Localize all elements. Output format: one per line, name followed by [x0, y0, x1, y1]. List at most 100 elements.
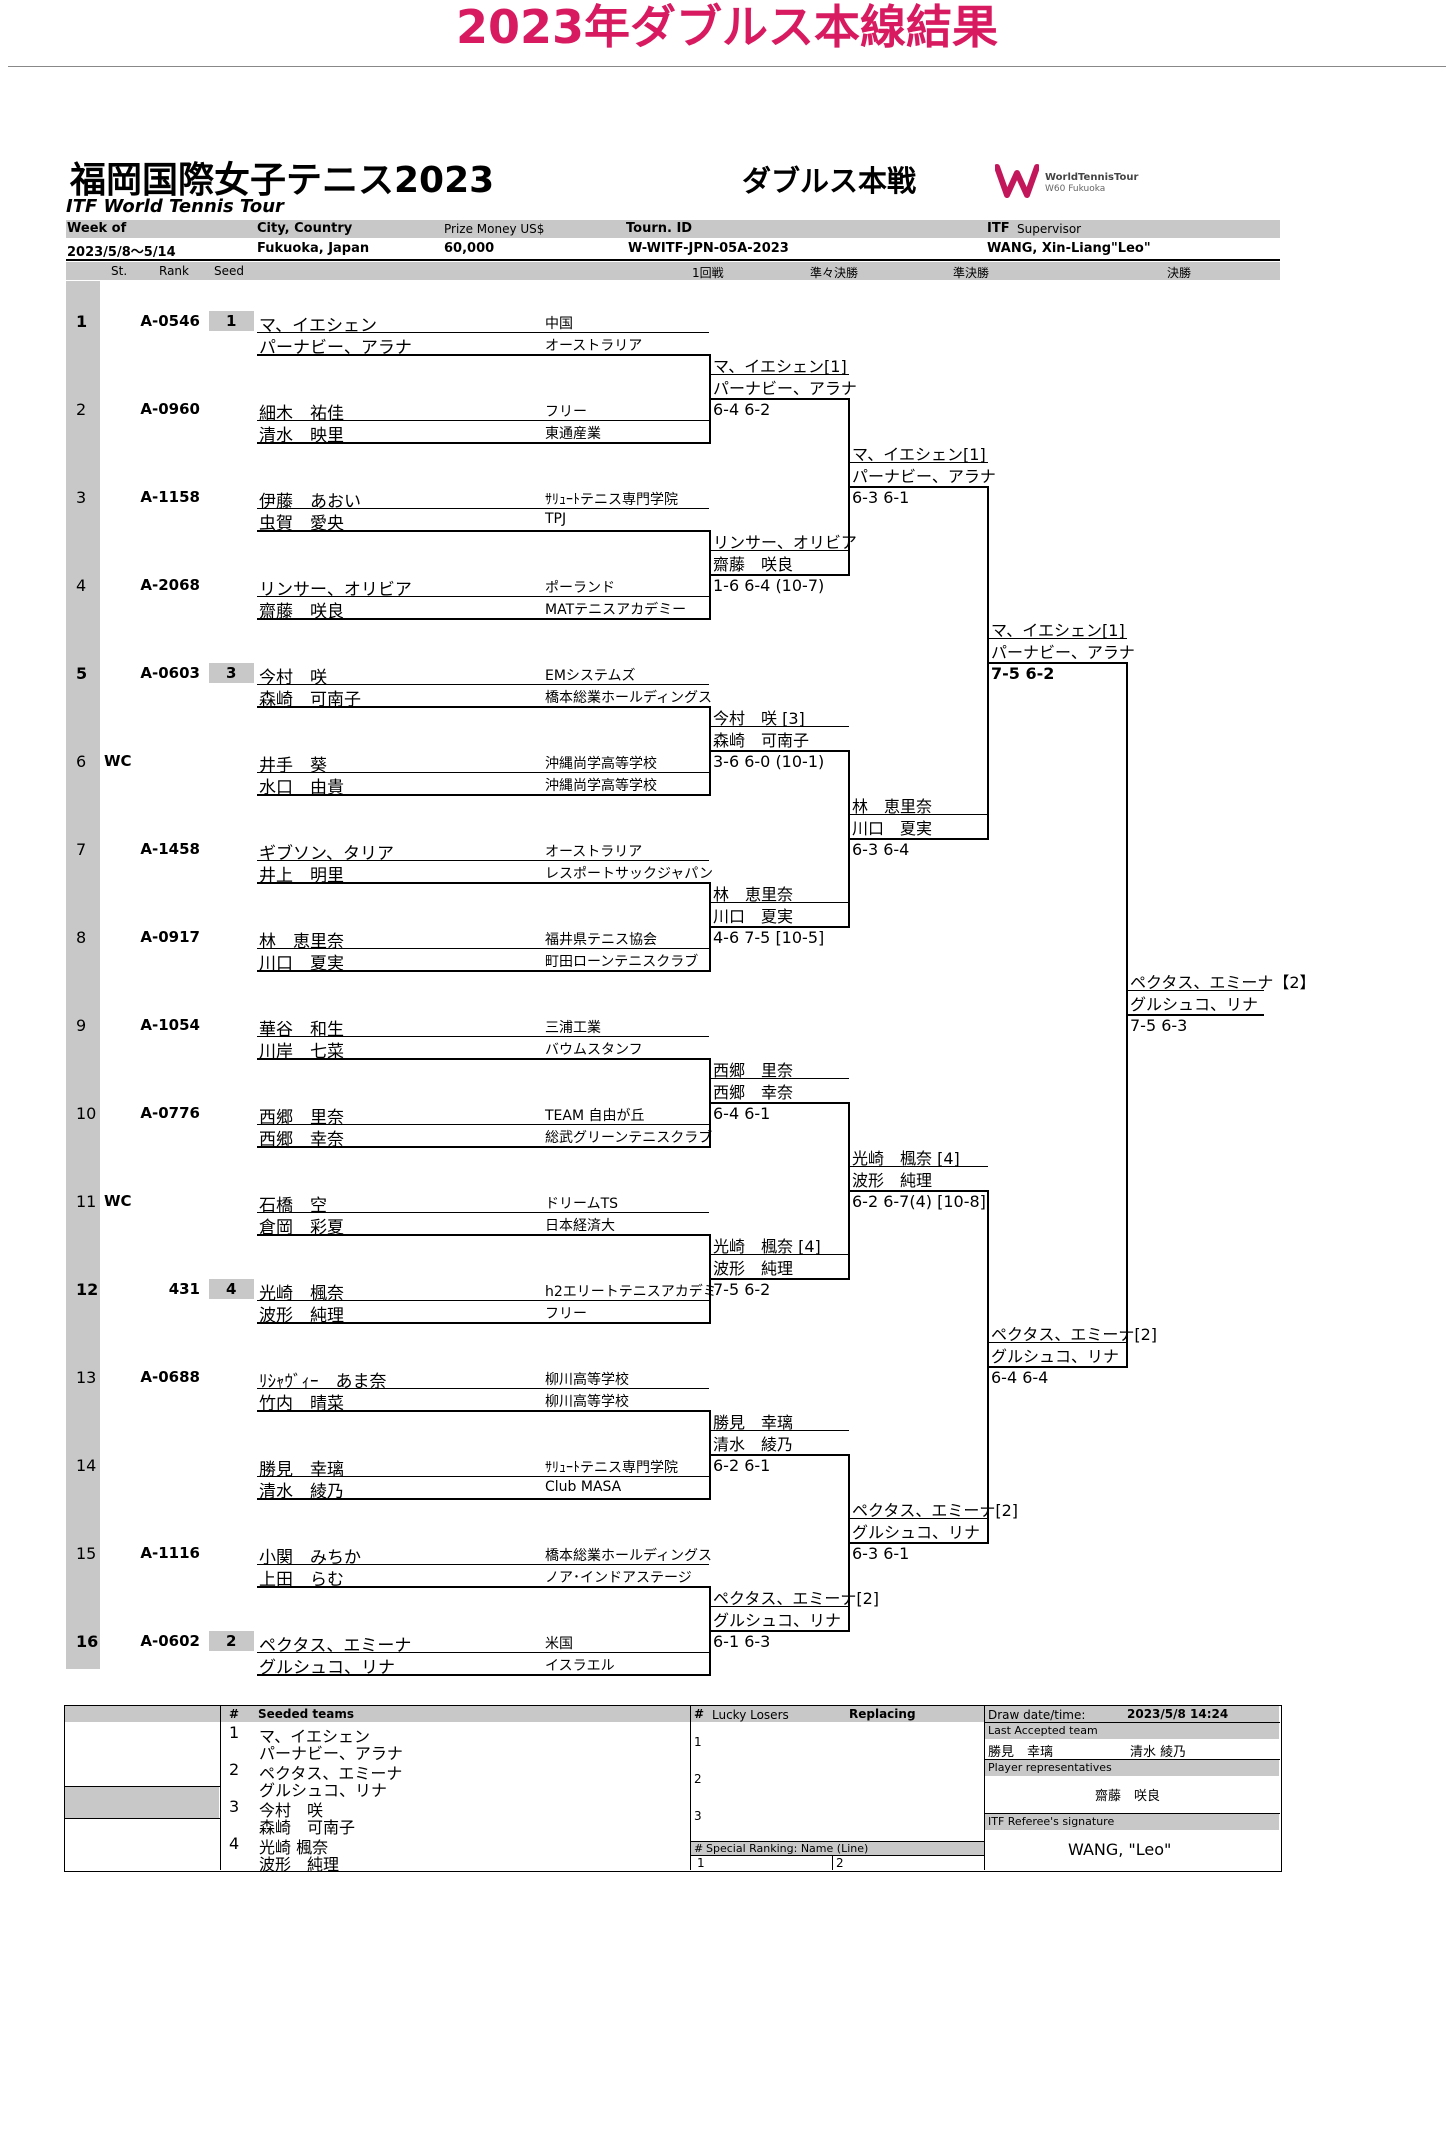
tour-name: ITF World Tennis Tour — [66, 196, 284, 217]
entry-number: 14 — [76, 1456, 97, 1475]
entry-rank: A-2068 — [140, 576, 200, 594]
draw-number-column — [66, 281, 100, 1669]
entry-number: 9 — [76, 1016, 87, 1035]
partner-name: 虫賀 愛央 — [259, 514, 344, 534]
prize-label: Prize Money US$ — [444, 222, 545, 236]
team-line — [257, 1322, 709, 1324]
r2-row-line — [709, 550, 849, 551]
lucky-hash: # — [694, 1707, 705, 1721]
partner-name: 清水 綾乃 — [259, 1482, 344, 1502]
entry-number: 1 — [76, 312, 88, 331]
entry-rank: 431 — [168, 1280, 200, 1298]
r4-row-line — [987, 638, 1127, 639]
entry-rank: A-0688 — [140, 1368, 200, 1386]
entry-rank: A-0917 — [140, 928, 200, 946]
r3-winner-2: グルシュコ、リナ — [852, 1523, 981, 1542]
itf-label: ITF — [987, 221, 1010, 236]
seed-cell — [209, 1279, 254, 1299]
city-value: Fukuoka, Japan — [257, 241, 370, 256]
last-accepted-2: 清水 綾乃 — [1130, 1745, 1187, 1760]
partner-club: 柳川高等学校 — [545, 1394, 629, 1410]
header-rule — [66, 259, 1280, 261]
entry-status: WC — [104, 752, 132, 770]
special-ranking-bar — [691, 1842, 984, 1855]
team-line — [257, 530, 709, 532]
team-line — [257, 1498, 709, 1500]
r3-score: 6-3 6-1 — [852, 488, 910, 507]
partner-name: 西郷 幸奈 — [259, 1130, 344, 1150]
player-name: 石橋 空 — [259, 1196, 327, 1216]
entry-seed: 1 — [226, 312, 237, 330]
r2-winner-2: 川口 夏実 — [713, 907, 794, 926]
entry-seed: 4 — [226, 1280, 237, 1298]
partner-club: 日本経済大 — [545, 1218, 615, 1234]
city-label: City, Country — [257, 221, 353, 236]
player-club: ドリームTS — [545, 1196, 619, 1212]
partner-club: オーストラリア — [545, 338, 643, 354]
r3-winner-1: 林 恵里奈 — [852, 797, 933, 816]
r2-score: 6-1 6-3 — [713, 1632, 771, 1651]
player-club: フリー — [545, 404, 587, 420]
entry-rank: A-1054 — [140, 1016, 200, 1034]
player-name: 光崎 楓奈 — [259, 1284, 344, 1304]
partner-club: レスポートサックジャパン — [545, 866, 713, 882]
footer-panel — [64, 1705, 1282, 1872]
player-rep-label: Player representatives — [988, 1761, 1112, 1774]
row-line — [257, 508, 709, 509]
seeded-partner: グルシュコ、リナ — [259, 1781, 388, 1800]
round-label-3: 準決勝 — [953, 266, 990, 280]
entry-rank: A-0546 — [140, 312, 200, 330]
r2-score: 7-5 6-2 — [713, 1280, 771, 1299]
entry-rank: A-0776 — [140, 1104, 200, 1122]
r3-row-line — [848, 1518, 988, 1519]
referee-bar — [985, 1814, 1279, 1830]
entry-number: 12 — [76, 1280, 99, 1299]
row-line — [257, 1124, 709, 1125]
team-line — [257, 1410, 709, 1412]
entry-number: 10 — [76, 1104, 97, 1123]
r3-team-line — [848, 838, 988, 840]
partner-name: パーナビー、アラナ — [259, 338, 412, 358]
player-rep-bar — [985, 1760, 1279, 1776]
r2-winner-1: 光崎 楓奈 [4] — [713, 1237, 821, 1256]
player-club: ｻﾘｭｰﾄテニス専門学院 — [545, 492, 678, 508]
entry-seed: 3 — [226, 664, 237, 682]
r2-winner-2: 齋藤 咲良 — [713, 555, 794, 574]
player-name: マ、イエシェン — [259, 316, 377, 336]
r2-score: 6-2 6-1 — [713, 1456, 771, 1475]
partner-name: 波形 純理 — [259, 1306, 344, 1326]
row-line — [257, 1476, 709, 1477]
player-name: 井手 葵 — [259, 756, 327, 776]
partner-club: 町田ローンテニスクラブ — [545, 954, 699, 970]
last-accepted-bar — [985, 1723, 1279, 1739]
player-name: リンサー、オリビア — [259, 580, 412, 600]
row-line — [257, 1564, 709, 1565]
partner-name: 齋藤 咲良 — [259, 602, 344, 622]
supervisor-value: WANG, Xin-Liang"Leo" — [987, 241, 1151, 256]
team-line — [257, 1146, 709, 1148]
player-club: ｻﾘｭｰﾄテニス専門学院 — [545, 1460, 678, 1476]
round-label-1: 1回戦 — [692, 266, 724, 280]
partner-name: 川岸 七菜 — [259, 1042, 344, 1062]
seed-cell — [209, 1631, 254, 1651]
col-rank: Rank — [159, 264, 189, 278]
title-divider — [8, 66, 1446, 67]
r4-row-line — [987, 1342, 1127, 1343]
team-line — [257, 706, 709, 708]
r2-row-line — [709, 374, 849, 375]
champion-1: ペクタス、エミーナ【2】 — [1130, 973, 1316, 992]
row-line — [257, 596, 709, 597]
entry-rank: A-0602 — [140, 1632, 200, 1650]
r2-team-line — [709, 926, 849, 928]
r2-winner-2: 西郷 幸奈 — [713, 1083, 794, 1102]
team-line — [257, 442, 709, 444]
row-line — [257, 948, 709, 949]
player-club: TEAM 自由が丘 — [545, 1108, 645, 1124]
r2-team-line — [709, 1278, 849, 1280]
r3-winner-2: 波形 純理 — [852, 1171, 933, 1190]
draw-date-value: 2023/5/8 14:24 — [1127, 1707, 1229, 1721]
seeded-number: 1 — [229, 1723, 240, 1742]
r4-score: 6-4 6-4 — [991, 1368, 1049, 1387]
player-club: 柳川高等学校 — [545, 1372, 629, 1388]
r2-winner-1: 今村 咲 [3] — [713, 709, 805, 728]
